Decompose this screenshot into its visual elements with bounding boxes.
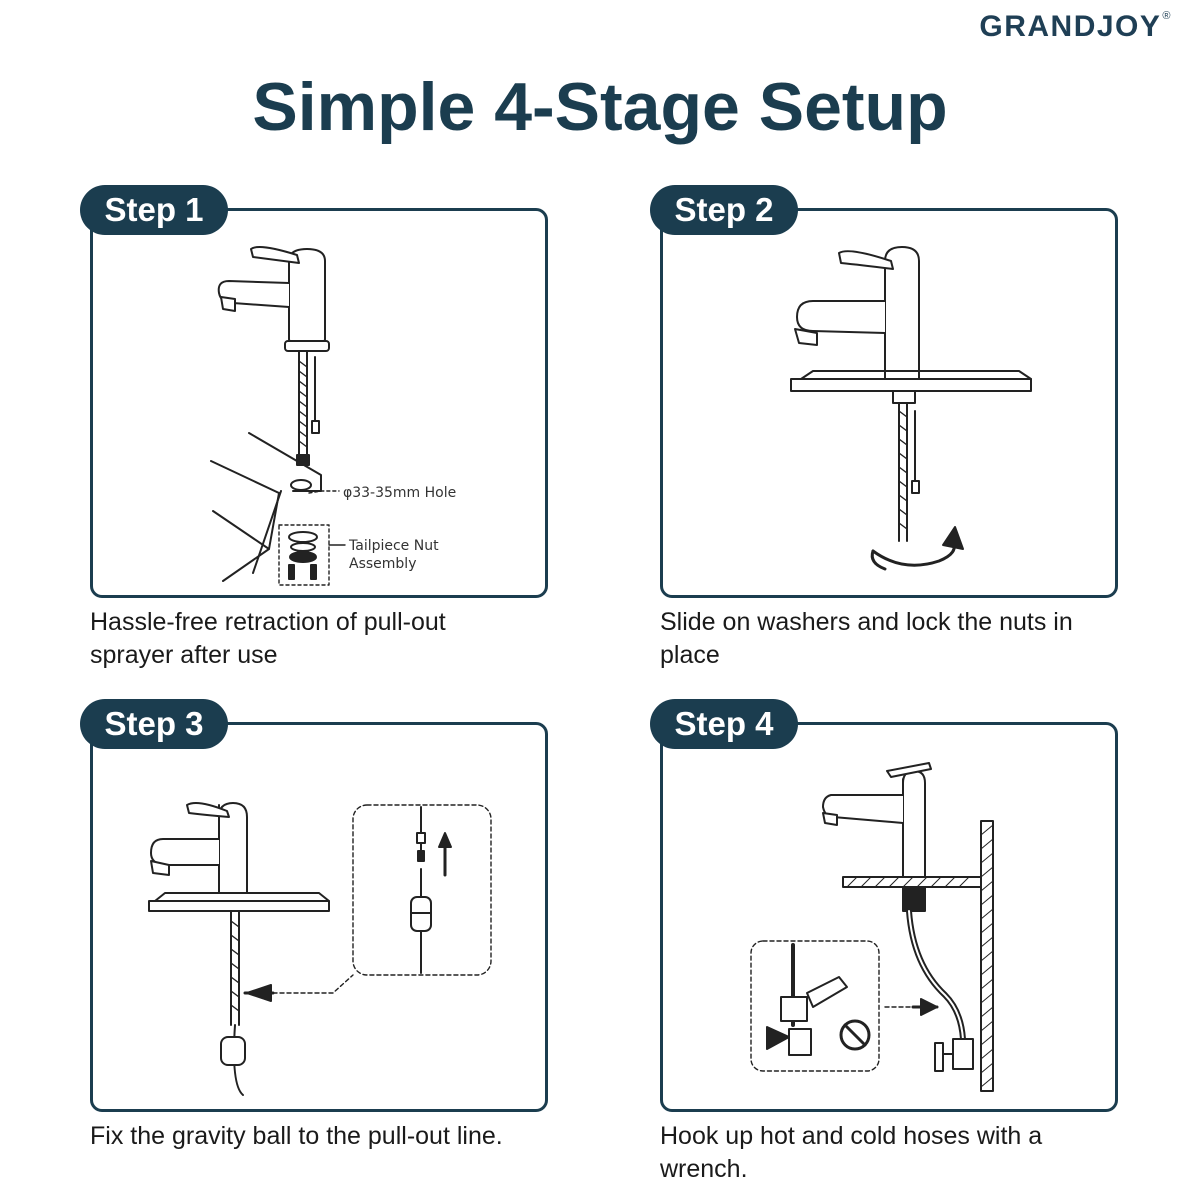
step-4-caption: Hook up hot and cold hoses with a wrench… <box>660 1122 1043 1183</box>
step-1-panel: φ33-35mm Hole Tailpiece Nut Assembly <box>90 208 548 598</box>
step-1-illustration: φ33-35mm Hole Tailpiece Nut Assembly <box>210 246 456 586</box>
brand-logo: GRANDJOY® <box>979 10 1172 43</box>
step-2-pill: Step 2 <box>650 185 798 235</box>
step-4-panel <box>660 722 1118 1112</box>
step-3-panel <box>90 722 548 1112</box>
step-4-pill: Step 4 <box>650 699 798 749</box>
step-3-pill: Step 3 <box>80 699 228 749</box>
page-title: Simple 4-Stage Setup <box>252 69 948 145</box>
tailpiece-annotation-line-2: Assembly <box>349 556 416 572</box>
step-2-caption: Slide on washers and lock the nuts in pl… <box>660 608 1073 669</box>
step-2-panel <box>660 208 1118 598</box>
step-3-caption: Fix the gravity ball to the pull-out lin… <box>90 1122 503 1150</box>
step-1-pill: Step 1 <box>80 185 228 235</box>
step-4-illustration <box>750 762 994 1092</box>
step-2-illustration <box>790 246 1032 571</box>
hole-annotation: φ33-35mm Hole <box>343 485 456 501</box>
step-1-caption: Hassle-free retraction of pull-out spray… <box>90 608 446 669</box>
tailpiece-annotation-line-1: Tailpiece Nut <box>348 538 439 554</box>
step-3-illustration <box>148 802 492 1096</box>
